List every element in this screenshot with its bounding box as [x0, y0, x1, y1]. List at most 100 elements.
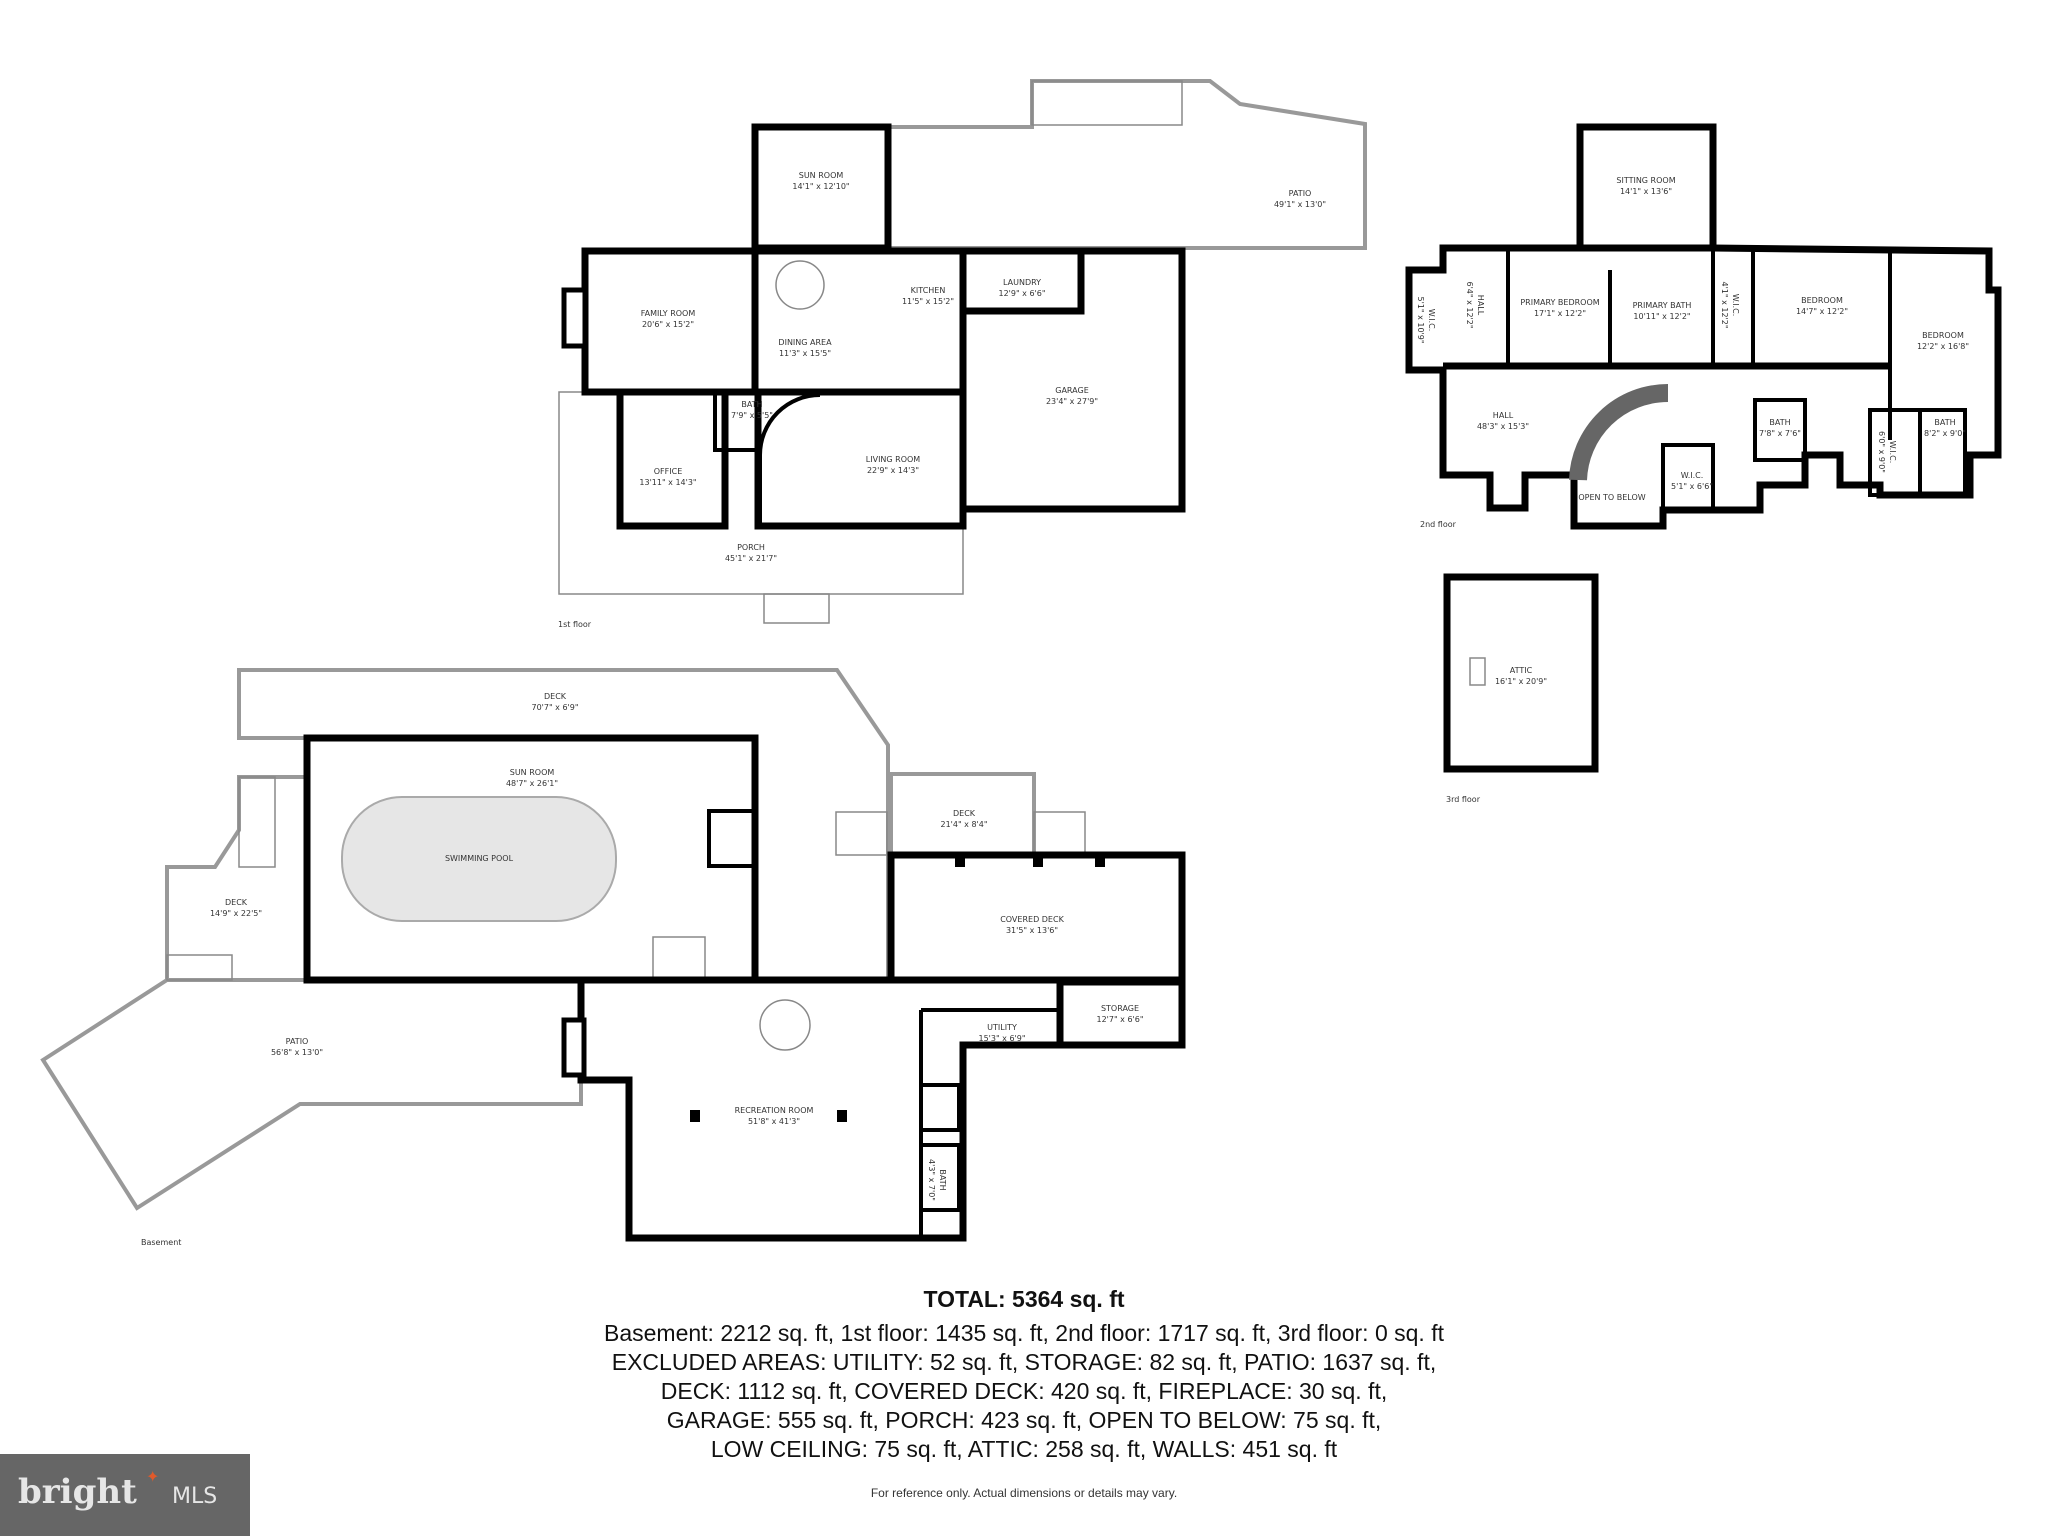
floor-label: Basement	[141, 1238, 181, 1247]
room-name: UTILITY	[987, 1023, 1017, 1032]
room-dimensions: 8'2" x 9'0"	[1924, 429, 1966, 438]
side-deck-outline	[165, 775, 309, 982]
room-label: BATH4'3" x 7'0"	[927, 1159, 947, 1201]
spiral-staircase	[759, 999, 811, 1051]
room-name: SITTING ROOM	[1616, 176, 1675, 185]
room-label: SWIMMING POOL	[445, 854, 514, 863]
room-dimensions: 70'7" x 6'9"	[531, 703, 578, 712]
fireplace	[561, 1017, 587, 1078]
room-label: W.I.C.5'1" x 10'9"	[1416, 296, 1436, 343]
room-name: DINING AREA	[778, 338, 832, 347]
room-dimensions: 6'4" x 12'2"	[1465, 281, 1474, 328]
room-dimensions: 11'5" x 15'2"	[902, 297, 954, 306]
area-line: EXCLUDED AREAS: UTILITY: 52 sq. ft, STOR…	[611, 1349, 1437, 1375]
room-dimensions: 7'8" x 7'6"	[1759, 429, 1801, 438]
garage-walls	[959, 247, 1186, 513]
second-floor: 2nd floor	[1405, 123, 2002, 530]
room-label: W.I.C.5'1" x 6'6"	[1671, 471, 1713, 491]
logo-star-icon: ✦	[146, 1467, 160, 1486]
deck-stairs	[238, 776, 276, 868]
room-name: OPEN TO BELOW	[1578, 493, 1645, 502]
spiral-staircase	[775, 260, 825, 310]
floor-label: 3rd floor	[1446, 795, 1481, 804]
curved-staircase	[1569, 384, 1669, 481]
bath-walls	[919, 1143, 961, 1212]
room-dimensions: 20'6" x 15'2"	[642, 320, 694, 329]
room-dimensions: 5'1" x 10'9"	[1416, 296, 1425, 343]
area-line: Basement: 2212 sq. ft, 1st floor: 1435 s…	[604, 1320, 1444, 1346]
closet-walls	[707, 809, 757, 868]
room-name: BEDROOM	[1801, 296, 1843, 305]
room-dimensions: 4'1" x 12'2"	[1720, 281, 1729, 328]
basement: Basement	[40, 668, 1186, 1247]
room-name: HALL	[1493, 411, 1514, 420]
room-dimensions: 56'8" x 13'0"	[271, 1048, 323, 1057]
first-floor: 1st floor	[558, 79, 1367, 629]
room-dimensions: 14'1" x 13'6"	[1620, 187, 1672, 196]
room-dimensions: 12'7" x 6'6"	[1096, 1015, 1143, 1024]
post	[1033, 855, 1043, 867]
room-name: DECK	[953, 809, 976, 818]
wic-walls	[1661, 443, 1715, 512]
room-dimensions: 14'7" x 12'2"	[1796, 307, 1848, 316]
total-area: TOTAL: 5364 sq. ft	[923, 1286, 1125, 1312]
room-dimensions: 14'9" x 22'5"	[210, 909, 262, 918]
room-name: BATH	[938, 1169, 947, 1190]
room-dimensions: 49'1" x 13'0"	[1274, 200, 1326, 209]
room-name: DECK	[225, 898, 248, 907]
column	[690, 1110, 700, 1122]
room-name: SUN ROOM	[510, 768, 555, 777]
logo-mls: MLS	[172, 1484, 218, 1509]
sitting-room-walls	[1576, 123, 1717, 248]
porch-steps	[763, 593, 830, 624]
room-dimensions: 12'2" x 16'8"	[1917, 342, 1969, 351]
room-name: DECK	[544, 692, 567, 701]
storage-walls	[1056, 978, 1186, 1049]
room-dimensions: 31'5" x 13'6"	[1006, 926, 1058, 935]
room-label: W.I.C.6'0" x 9'0"	[1877, 431, 1897, 473]
room-label: SITTING ROOM 14'1" x 13'6"	[1616, 176, 1675, 196]
office-walls	[616, 388, 729, 530]
logo-wordmark: bright	[18, 1472, 137, 1512]
room-name: PATIO	[286, 1037, 309, 1046]
room-name: HALL	[1476, 295, 1485, 316]
room-label: HALL6'4" x 12'2"	[1465, 281, 1485, 328]
room-label: DECK 70'7" x 6'9"	[531, 692, 578, 712]
room-dimensions: 21'4" x 8'4"	[940, 820, 987, 829]
room-dimensions: 16'1" x 20'9"	[1495, 677, 1547, 686]
room-dimensions: 5'1" x 6'6"	[1671, 482, 1713, 491]
dining-kitchen-walls	[751, 247, 967, 396]
shower	[919, 1083, 961, 1132]
floor-label: 1st floor	[558, 620, 592, 629]
deck-stairs	[166, 954, 233, 981]
area-line: GARAGE: 555 sq. ft, PORCH: 423 sq. ft, O…	[666, 1407, 1382, 1433]
room-dimensions: 4'3" x 7'0"	[927, 1159, 936, 1201]
room-label: W.I.C.4'1" x 12'2"	[1720, 281, 1740, 328]
patio-stairs	[1031, 80, 1183, 126]
room-dimensions: 14'1" x 12'10"	[792, 182, 849, 191]
room-label: DECK 14'9" x 22'5"	[210, 898, 262, 918]
curved-staircase	[758, 393, 821, 526]
room-name: PRIMARY BEDROOM	[1520, 298, 1599, 307]
room-name: W.I.C.	[1888, 441, 1897, 464]
room-name: SWIMMING POOL	[445, 854, 514, 863]
